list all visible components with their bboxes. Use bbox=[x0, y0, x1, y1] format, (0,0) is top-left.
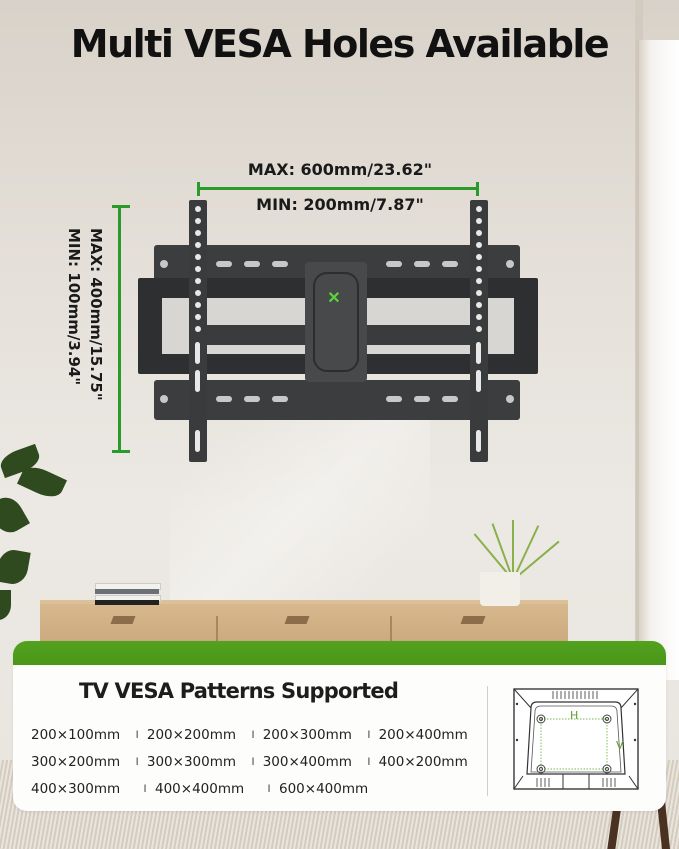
pattern-row: 300×200mm I 300×300mm I 300×400mm I 400×… bbox=[31, 748, 481, 775]
pattern-item: 200×200mm bbox=[146, 726, 237, 743]
separator: I bbox=[267, 782, 271, 795]
drawer-handle bbox=[110, 616, 136, 624]
vesa-patterns-card: TV VESA Patterns Supported 200×100mm I 2… bbox=[13, 641, 666, 811]
brand-logo-icon: ✕ bbox=[327, 290, 341, 307]
plant-pot bbox=[480, 572, 520, 606]
headline: Multi VESA Holes Available bbox=[70, 22, 610, 66]
center-mount-plate: ✕ bbox=[305, 262, 367, 382]
separator: I bbox=[135, 728, 139, 741]
separator: I bbox=[143, 782, 147, 795]
bottom-wall-rail bbox=[154, 380, 520, 420]
left-vertical-bracket bbox=[189, 200, 207, 462]
pattern-item: 200×400mm bbox=[378, 726, 468, 743]
vesa-pattern-list: 200×100mm I 200×200mm I 200×300mm I 200×… bbox=[31, 721, 481, 802]
pattern-item: 300×300mm bbox=[146, 753, 237, 770]
vertical-max-label: MAX: 400mm/15.75" bbox=[87, 228, 105, 401]
vertical-divider bbox=[487, 686, 488, 796]
pattern-item: 400×400mm bbox=[155, 780, 245, 797]
drawer-divider bbox=[216, 616, 218, 656]
pattern-row: 200×100mm I 200×200mm I 200×300mm I 200×… bbox=[31, 721, 481, 748]
pattern-row: 400×300mm I 400×400mm I 600×400mm bbox=[31, 775, 481, 802]
pattern-item: 400×200mm bbox=[378, 753, 468, 770]
pattern-item: 300×400mm bbox=[262, 753, 352, 770]
drawer-handle bbox=[460, 616, 486, 624]
vertical-min-label: MIN: 100mm/3.94" bbox=[65, 228, 83, 386]
separator: I bbox=[251, 755, 255, 768]
potted-plant-left bbox=[0, 440, 70, 640]
diagram-v-label: V bbox=[616, 739, 624, 752]
window bbox=[636, 40, 679, 680]
vertical-dimension-line bbox=[112, 205, 130, 453]
tv-back-vesa-diagram-icon bbox=[513, 688, 639, 790]
tv-cabinet-top bbox=[40, 600, 568, 606]
pattern-item: 200×100mm bbox=[31, 726, 121, 743]
pattern-item: 200×300mm bbox=[262, 726, 352, 743]
separator: I bbox=[367, 755, 371, 768]
right-vertical-bracket bbox=[470, 200, 488, 462]
pattern-item: 400×300mm bbox=[31, 780, 121, 797]
horizontal-dimension-line bbox=[197, 182, 479, 196]
diagram-h-label: H bbox=[570, 709, 579, 722]
tv-wall-mount: ✕ bbox=[138, 200, 538, 470]
pattern-item: 300×200mm bbox=[31, 753, 121, 770]
vertical-labels: MAX: 400mm/15.75" MIN: 100mm/3.94" bbox=[58, 228, 112, 438]
separator: I bbox=[135, 755, 139, 768]
separator: I bbox=[367, 728, 371, 741]
wall-light-patch bbox=[170, 380, 430, 640]
drawer-handle bbox=[284, 616, 310, 624]
separator: I bbox=[251, 728, 255, 741]
horizontal-max-label: MAX: 600mm/23.62" bbox=[247, 160, 433, 179]
potted-plant-right bbox=[470, 520, 560, 610]
card-title: TV VESA Patterns Supported bbox=[79, 679, 399, 703]
horizontal-min-label: MIN: 200mm/7.87" bbox=[256, 195, 424, 214]
pattern-item: 600×400mm bbox=[279, 780, 369, 797]
card-header-bar bbox=[13, 641, 666, 665]
book-stack bbox=[95, 583, 161, 605]
drawer-divider bbox=[390, 616, 392, 656]
